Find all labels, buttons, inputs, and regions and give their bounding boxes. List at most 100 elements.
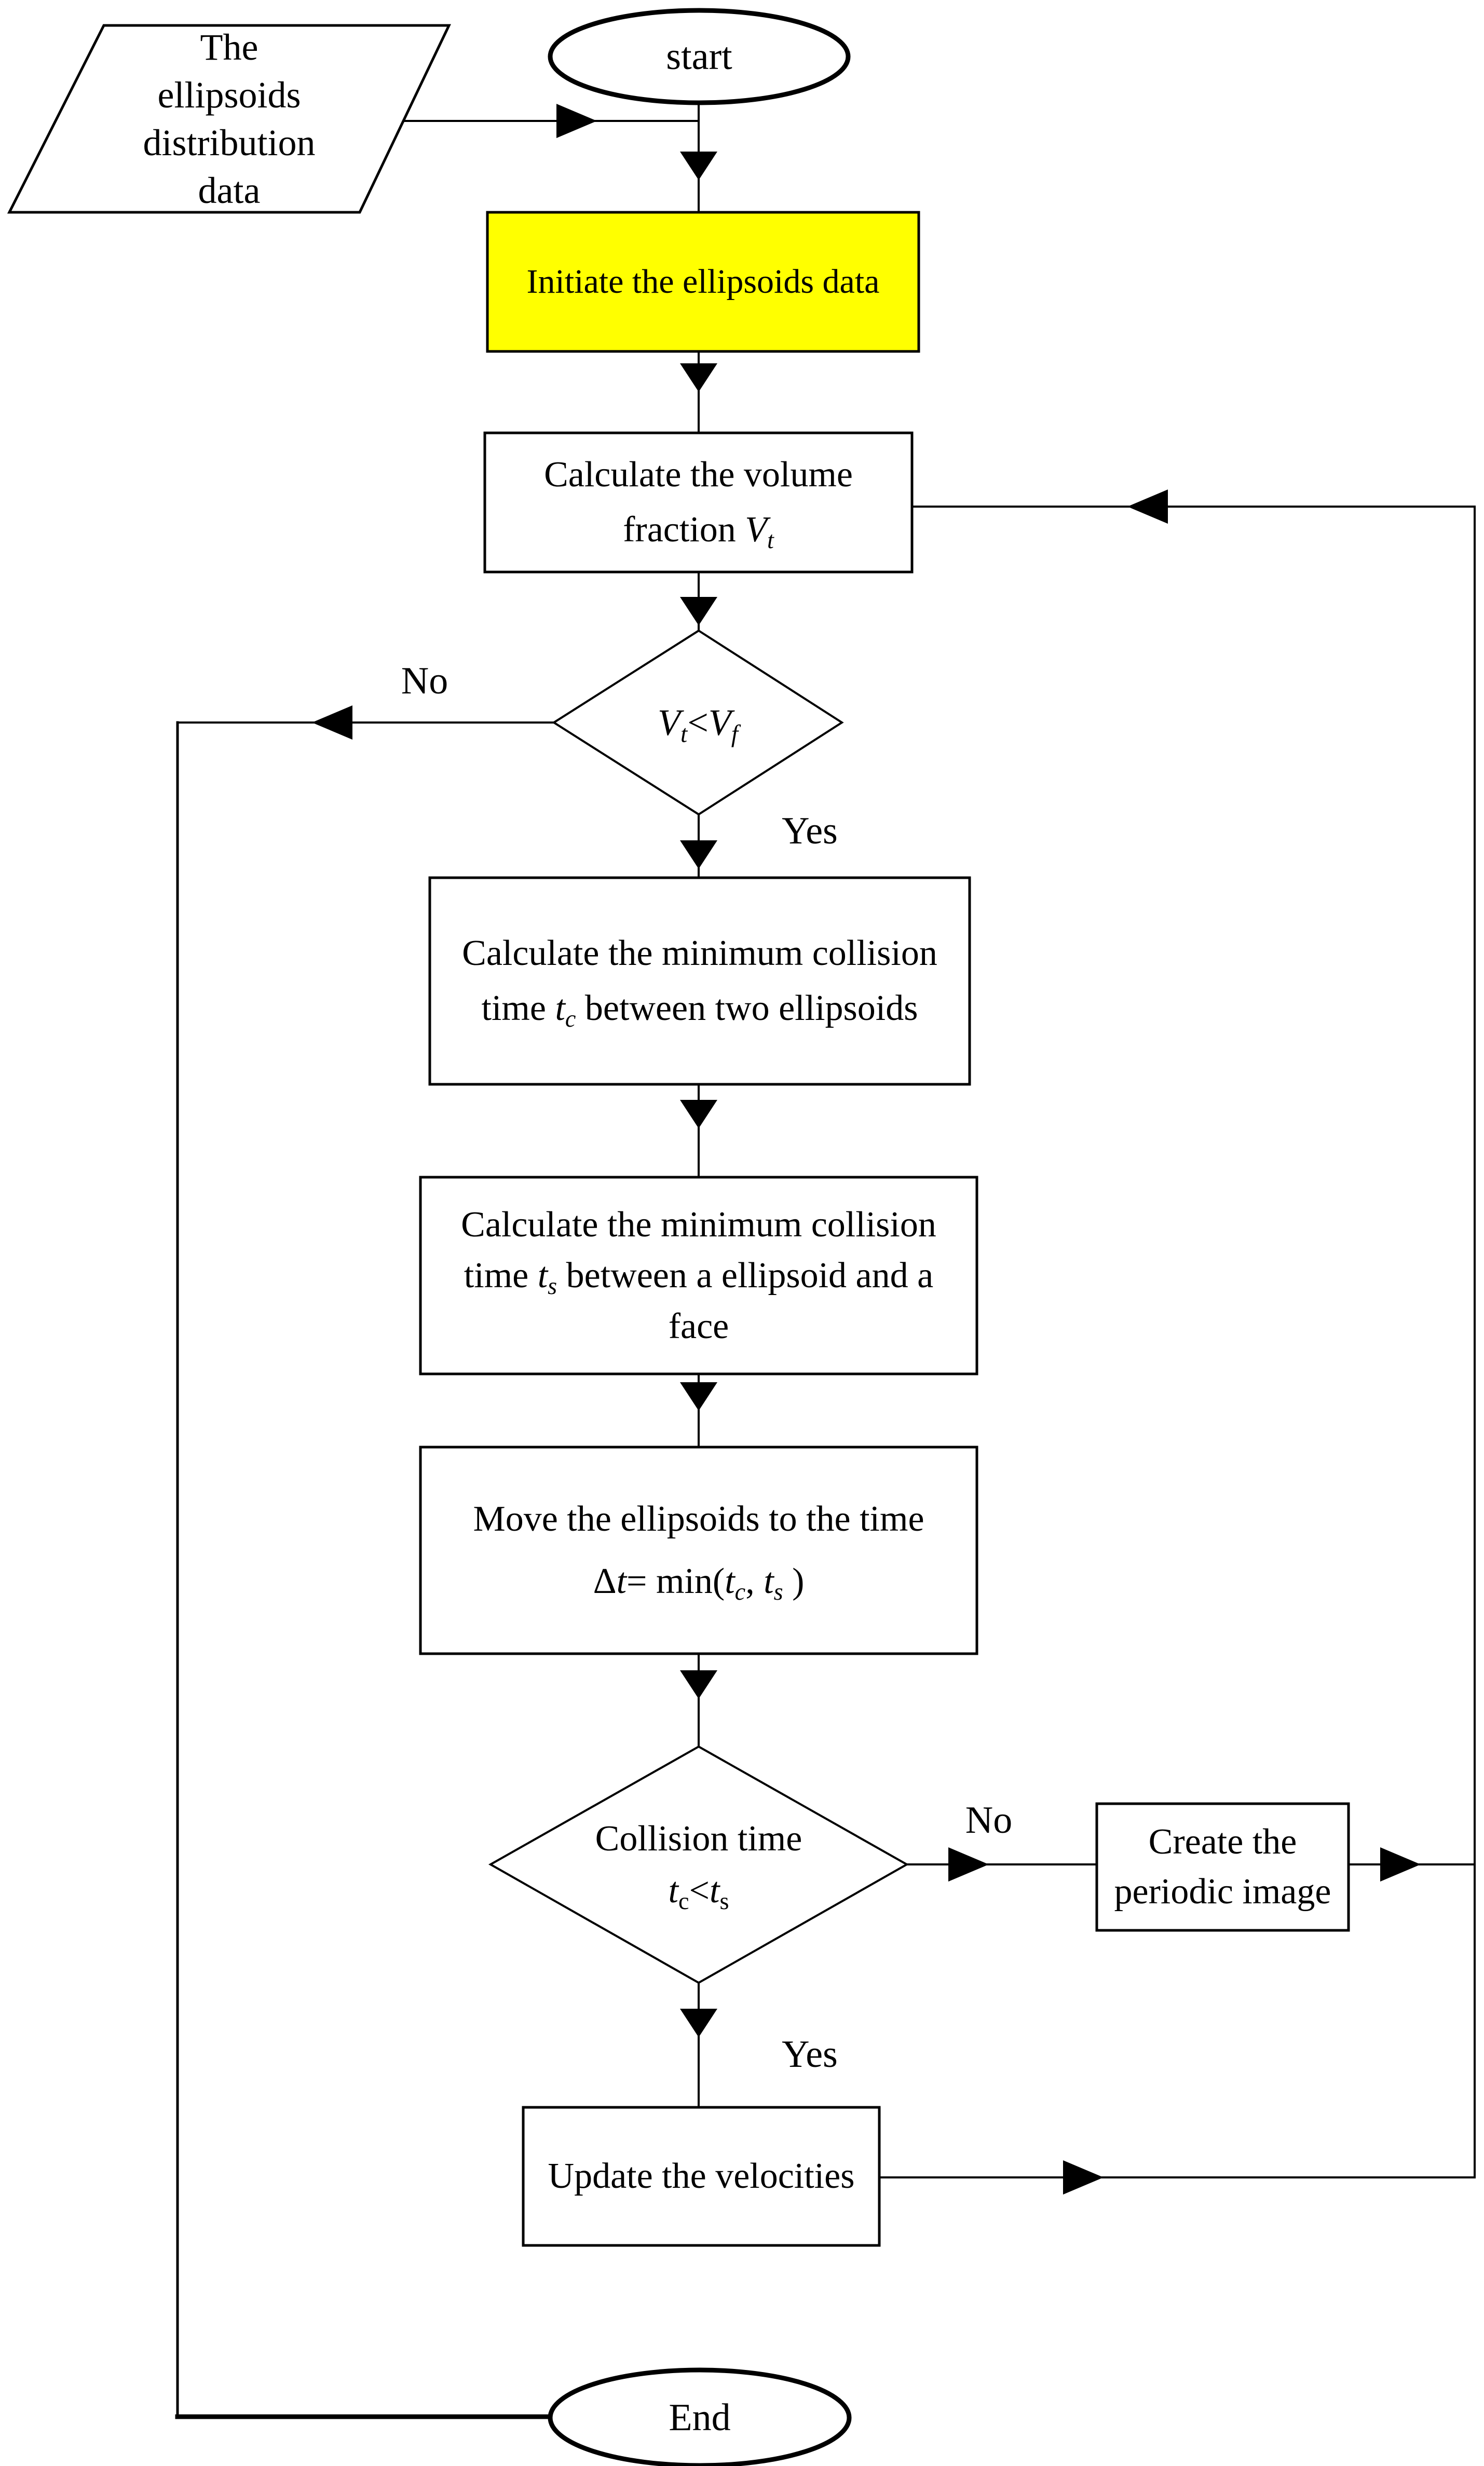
- collision-ellipsoids-box-label: Calculate the minimum collision time tc …: [430, 878, 970, 1084]
- volume-label-line-1: Calculate the volume: [544, 455, 853, 495]
- text-fragment: between a ellipsoid and a: [557, 1255, 934, 1296]
- variable-t: t: [555, 988, 565, 1028]
- collision-face-box-shape: [419, 1176, 978, 1375]
- end-ellipse-shape: [548, 2367, 852, 2466]
- arrowhead-input-to-start: [556, 104, 597, 138]
- collision-ellipsoids-box-shape: [428, 876, 971, 1086]
- edge-label-collision-yes: Yes: [753, 2028, 867, 2080]
- yes-label-text: Yes: [782, 2033, 838, 2076]
- arrowhead-decision2-no: [948, 1847, 989, 1882]
- variable-V: V: [745, 510, 768, 550]
- collision-ellipsoids-line-2: time tc between two ellipsoids: [482, 981, 918, 1036]
- volume-decision-label: Vt<Vf: [554, 631, 842, 814]
- move-line-1: Move the ellipsoids to the time: [473, 1499, 924, 1539]
- initiate-label-text: Initiate the ellipsoids data: [526, 263, 880, 301]
- volume-box-label: Calculate the volume fraction Vt: [485, 433, 912, 572]
- update-velocities-box-shape: [522, 2106, 881, 2247]
- input-label-line-3: distribution: [143, 122, 316, 164]
- arrowhead-start-to-initiate: [680, 152, 717, 180]
- arrowhead-tc-to-ts: [680, 1100, 717, 1128]
- subscript-t: t: [680, 720, 688, 748]
- end-label-text: End: [669, 2396, 731, 2439]
- edge-label-volume-yes: Yes: [753, 805, 867, 857]
- variable-t: t: [616, 1561, 627, 1601]
- collision-face-line-3: face: [668, 1306, 729, 1346]
- volume-box-shape: [483, 431, 914, 574]
- move-line-2: Δt= min(tc, ts ): [593, 1550, 805, 1613]
- subscript-c: c: [565, 1005, 576, 1032]
- collision-face-line-1: Calculate the minimum collision: [461, 1204, 936, 1245]
- operator-less-than: <: [687, 702, 709, 743]
- delta-symbol: Δ: [593, 1561, 617, 1601]
- input-label-line-4: data: [198, 170, 261, 211]
- move-box-shape: [419, 1446, 978, 1655]
- text-fragment: = min(: [627, 1561, 725, 1601]
- initiate-box-label: Initiate the ellipsoids data: [487, 212, 919, 351]
- text-fragment: time: [464, 1255, 538, 1296]
- subscript-f: f: [731, 720, 738, 748]
- subscript-c: c: [734, 1578, 746, 1605]
- create-periodic-line-2: periodic image: [1114, 1872, 1331, 1912]
- volume-label-line-2: fraction Vt: [623, 502, 774, 557]
- arrowhead-initiate-to-volume: [680, 363, 717, 392]
- initiate-box-shape: [486, 211, 920, 353]
- arrowhead-decision-yes: [680, 840, 717, 869]
- subscript-t: t: [767, 526, 774, 553]
- variable-t-right: t: [710, 1870, 720, 1911]
- variable-V-right: V: [708, 702, 731, 743]
- arrowhead-move-to-decision2: [680, 1670, 717, 1699]
- edge-label-volume-no: No: [373, 655, 476, 707]
- no-label-text: No: [965, 1799, 1013, 1842]
- subscript-c: c: [678, 1887, 689, 1914]
- collision-decision-expression: tc<ts: [669, 1865, 729, 1917]
- create-periodic-line-1: Create the: [1148, 1822, 1297, 1862]
- text-fragment: between two ellipsoids: [576, 988, 918, 1028]
- text-fragment: ,: [745, 1561, 764, 1601]
- variable-ts: t: [764, 1561, 774, 1601]
- edge-label-collision-no: No: [937, 1794, 1041, 1846]
- text-fragment: fraction: [623, 510, 745, 550]
- arrowhead-update-to-loop: [1063, 2160, 1104, 2195]
- subscript-s: s: [773, 1578, 783, 1605]
- collision-ellipsoids-line-1: Calculate the minimum collision: [462, 933, 937, 973]
- create-periodic-box-label: Create the periodic image: [1097, 1804, 1349, 1930]
- collision-decision-diamond-shape: [488, 1745, 909, 1984]
- input-label-line-2: ellipsoids: [157, 74, 301, 116]
- text-fragment: time: [481, 988, 555, 1028]
- subscript-s: s: [548, 1272, 557, 1299]
- no-label-text: No: [401, 660, 448, 702]
- variable-V-left: V: [658, 702, 680, 743]
- move-box-label: Move the ellipsoids to the time Δt= min(…: [420, 1447, 977, 1654]
- arrowheads: [312, 104, 1421, 2195]
- end-label: End: [550, 2370, 849, 2465]
- input-label-line-1: The: [200, 26, 258, 68]
- variable-tc: t: [725, 1561, 735, 1601]
- create-periodic-box-shape: [1095, 1802, 1350, 1932]
- arrowhead-create-to-loop: [1380, 1847, 1421, 1882]
- arrowhead-ts-to-move: [680, 1382, 717, 1411]
- arrowhead-decision2-yes: [680, 2009, 717, 2037]
- operator-less-than: <: [689, 1870, 710, 1911]
- collision-decision-label: Collision time tc<ts: [491, 1747, 907, 1983]
- input-parallelogram-label: The ellipsoids distribution data: [9, 25, 449, 212]
- yes-label-text: Yes: [782, 810, 838, 852]
- arrowhead-decision-no: [312, 705, 352, 740]
- arrowhead-loop-to-volume: [1127, 489, 1168, 524]
- collision-face-line-2: time ts between a ellipsoid and a: [464, 1250, 933, 1301]
- collision-decision-line-1: Collision time: [595, 1818, 802, 1859]
- volume-decision-expression: Vt<Vf: [658, 695, 738, 750]
- start-label: start: [550, 10, 848, 103]
- input-parallelogram-shape: [7, 24, 451, 214]
- start-ellipse-shape: [548, 8, 851, 105]
- text-fragment: ): [783, 1561, 805, 1601]
- start-label-text: start: [666, 35, 732, 78]
- collision-face-box-label: Calculate the minimum collision time ts …: [420, 1177, 977, 1374]
- subscript-s: s: [719, 1887, 729, 1914]
- variable-t-left: t: [668, 1870, 678, 1911]
- volume-decision-diamond-shape: [552, 629, 844, 816]
- arrowhead-volume-to-decision: [680, 597, 717, 625]
- update-velocities-box-label: Update the velocities: [523, 2107, 879, 2245]
- variable-t: t: [537, 1255, 548, 1296]
